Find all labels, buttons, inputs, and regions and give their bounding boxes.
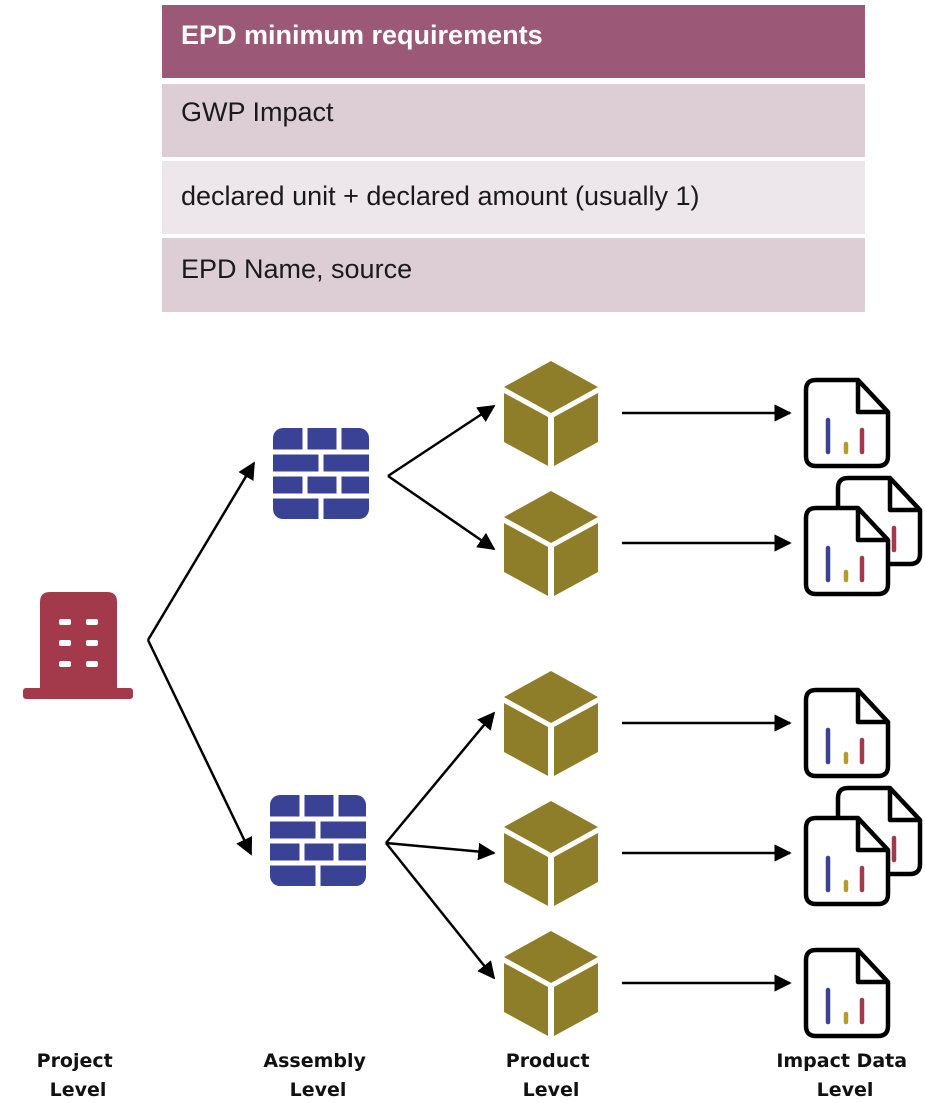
impact-data-level-label: Impact Data Level	[776, 1050, 913, 1101]
cube-icon	[504, 361, 598, 466]
requirement-gwp-impact: GWP Impact	[162, 84, 865, 157]
building-icon	[23, 592, 133, 699]
cube-icon	[504, 671, 598, 776]
cube-icon	[504, 801, 598, 906]
document-chart-icon	[806, 690, 888, 776]
requirements-header: EPD minimum requirements	[162, 5, 865, 78]
cube-icon	[504, 491, 598, 596]
brick-wall-icon	[273, 428, 369, 519]
brick-wall-icon	[270, 795, 366, 886]
requirement-declared-unit: declared unit + declared amount (usually…	[162, 161, 865, 234]
document-stack-icon	[806, 788, 920, 904]
epd-requirements-table: EPD minimum requirements GWP Impact decl…	[162, 5, 865, 312]
document-stack-icon	[806, 478, 920, 594]
connector-arrows	[146, 404, 792, 992]
project-level-label: Project Level	[37, 1050, 120, 1101]
document-chart-icon	[806, 380, 888, 466]
assembly-level-label: Assembly Level	[263, 1050, 372, 1101]
document-chart-icon	[806, 950, 888, 1036]
requirement-epd-name: EPD Name, source	[162, 238, 865, 312]
cube-icon	[504, 931, 598, 1036]
product-level-label: Product Level	[506, 1050, 596, 1101]
